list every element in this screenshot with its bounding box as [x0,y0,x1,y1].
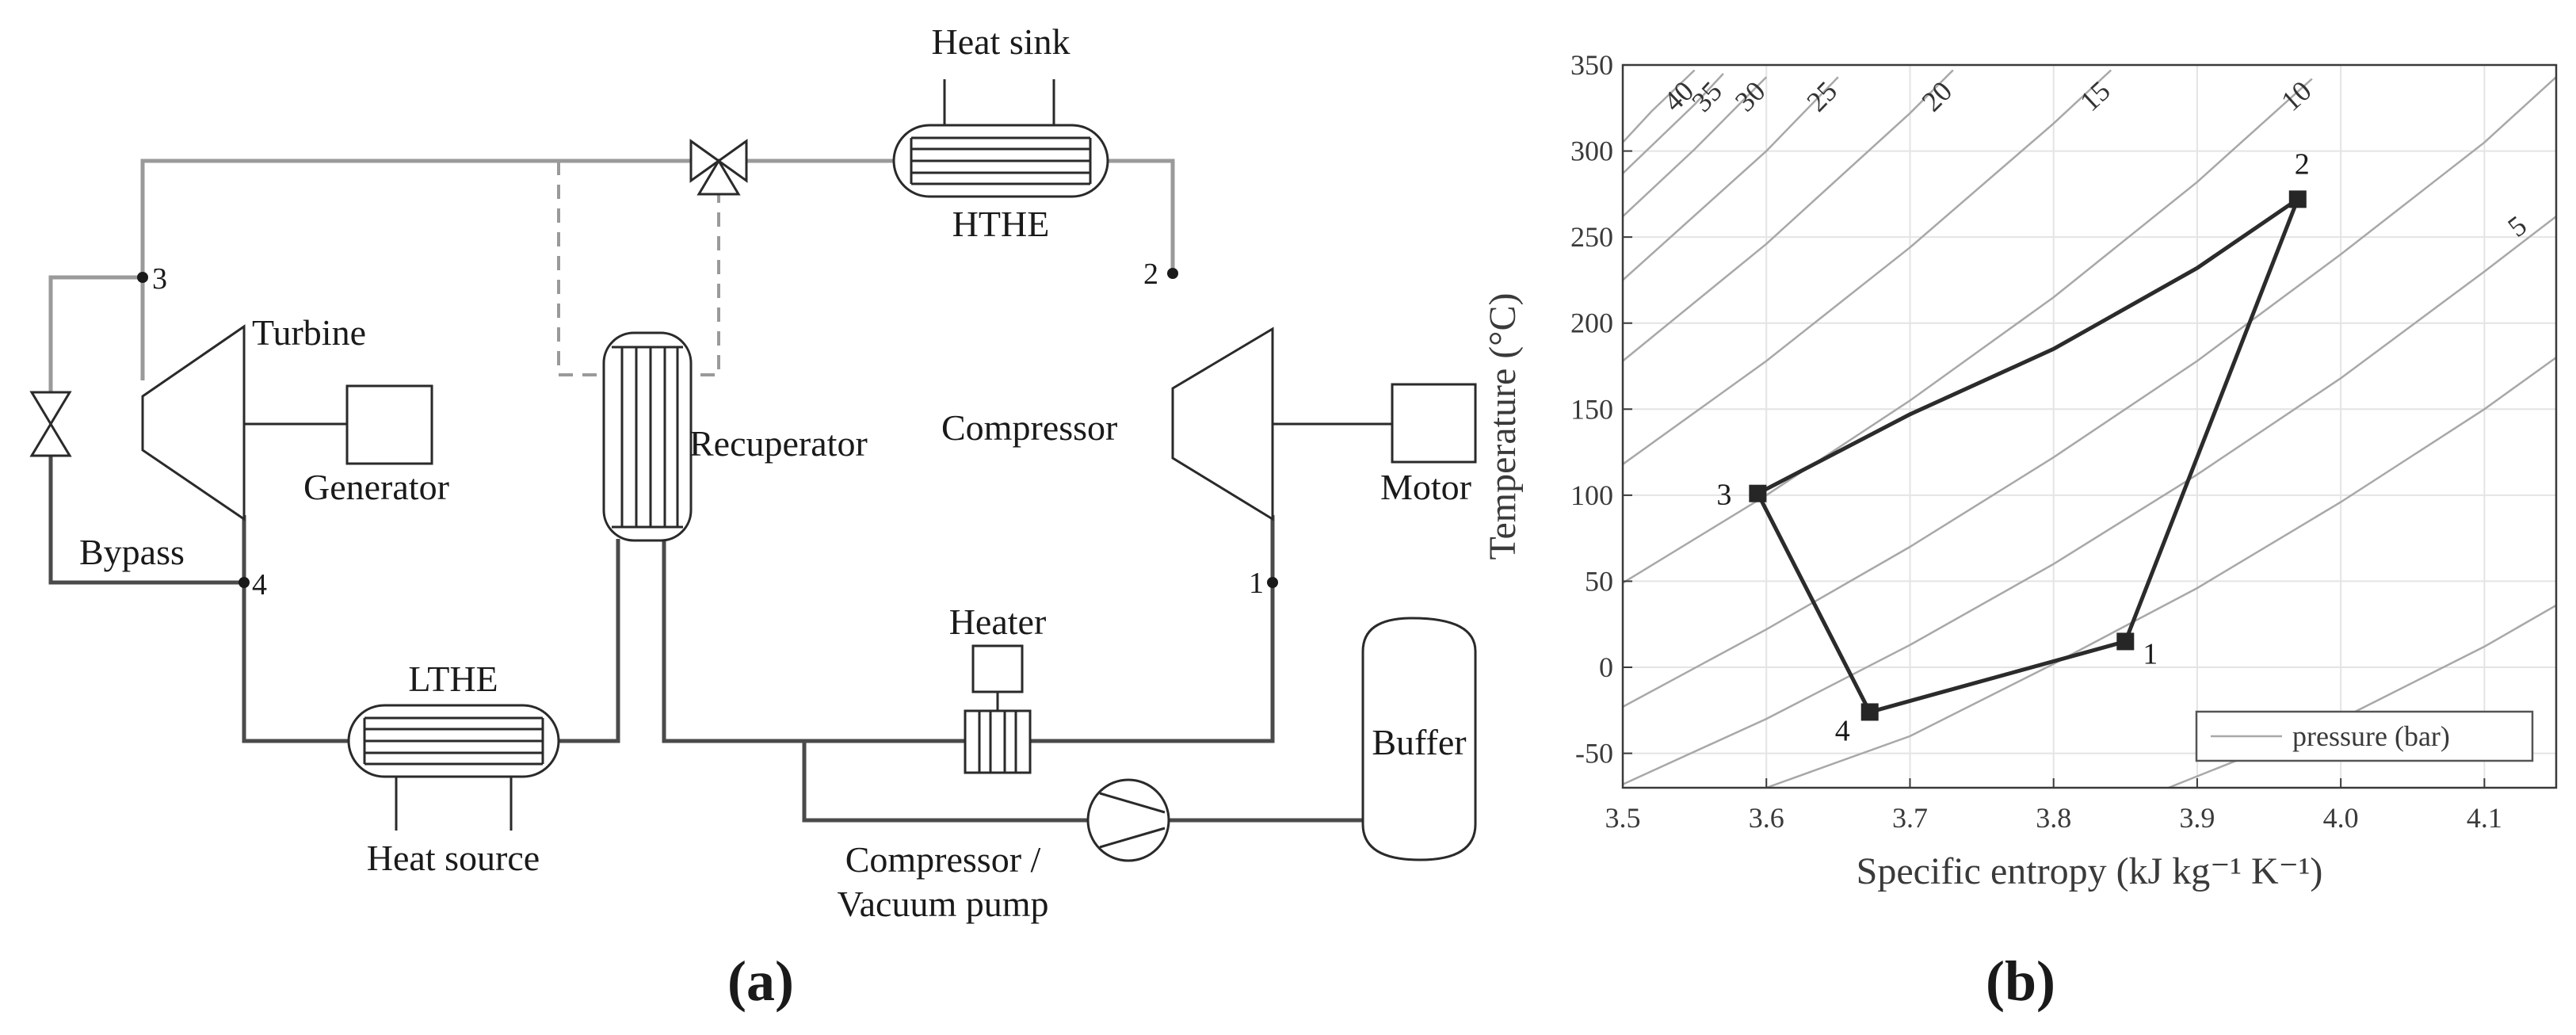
x-tick-label: 3.5 [1605,802,1641,834]
label-heat-source: Heat source [367,838,540,878]
panel-label-a: (a) [727,949,794,1013]
isobar-line [1623,76,1768,218]
label-turbine: Turbine [252,312,366,353]
pipe-heater-to-compressor [1030,515,1275,743]
state-point-2-dot [1167,268,1178,279]
label-bypass: Bypass [79,532,185,572]
x-tick-label: 3.7 [1892,802,1928,834]
pipe-high-pressure-left [140,158,691,380]
bypass-valve [29,391,72,457]
cycle-point-marker [2288,190,2307,208]
panel-label-b: (b) [1986,949,2055,1013]
isobar-line [1765,357,2556,788]
state-point-1-dot [1267,577,1278,588]
isobar-line [1623,69,1954,362]
isobar-line [1623,76,2556,708]
state-point-2-label: 2 [1143,258,1158,291]
isobar-line [1623,76,1839,281]
label-compressor: Compressor [941,407,1117,448]
state-point-4-label: 4 [252,568,267,602]
cycle-point-label: 1 [2143,637,2158,670]
state-point-3-label: 3 [152,262,167,296]
pipe-bypass-bottom [48,456,244,585]
state-point-4-dot [239,577,250,588]
heater [964,644,1032,774]
label-lthe: LTHE [408,659,498,699]
generator [345,384,433,465]
isobar-line [1623,69,1696,143]
x-tick-label: 4.1 [2467,802,2502,834]
cycle-point-label: 3 [1716,479,1731,512]
cycle-point-label: 2 [2295,147,2310,181]
isobar-line [1623,78,2313,584]
state-point-1-label: 1 [1249,567,1264,600]
label-heater: Heater [949,602,1047,642]
motor [1391,383,1477,464]
pipe-lthe-to-recuperator [559,539,620,743]
label-vacuum-pump-line2: Vacuum pump [837,884,1048,924]
label-heat-sink: Heat sink [931,21,1070,62]
cycle-path [1755,193,2303,715]
cycle-point-label: 4 [1835,714,1850,747]
y-tick-label: 250 [1570,221,1613,253]
y-axis-label: Temperature (°C) [1482,292,1524,560]
x-tick-label: 3.9 [2179,802,2215,834]
y-tick-label: 0 [1599,651,1613,683]
y-tick-label: -50 [1575,738,1613,770]
cycle-markers: 1 2 3 4 [1716,147,2309,747]
lthe-exchanger [347,704,560,778]
y-tick-label: 350 [1570,49,1613,81]
label-vacuum-pump-line1: Compressor / [845,839,1041,880]
x-tick-label: 3.6 [1749,802,1784,834]
x-axis-label: Specific entropy (kJ kg⁻¹ K⁻¹) [1857,850,2323,892]
compressor [1171,327,1274,521]
label-buffer: Buffer [1372,722,1466,762]
isobar-line [1623,69,2112,465]
x-tick-label: 3.8 [2036,802,2071,834]
cycle-line [1755,193,2303,715]
cycle-point-marker [1749,484,1767,502]
y-tick-label: 150 [1570,393,1613,425]
plot-area [1623,65,2556,788]
recuperator-bypass-dashed-valve [691,189,720,376]
y-tick-label: 100 [1570,479,1613,511]
x-tick-label: 4.0 [2323,802,2359,834]
pipe-buffer-branch [802,741,1088,823]
pipe-bypass-top [48,275,143,392]
plot-frame [1621,63,2558,789]
y-tick-label: 300 [1570,136,1613,167]
hthe-exchanger [892,124,1109,198]
y-tick-label: 200 [1570,307,1613,339]
isobar-line [1623,216,2556,785]
isobar-line [1623,73,1724,174]
recuperator-bypass-dashed [557,161,604,376]
pipe-recuperator-to-heater [662,539,965,743]
legend-entry: pressure (bar) [2292,720,2450,752]
recuperator [602,331,693,542]
process-diagram: Heat sink HTHE Bypass Turbine Generator [29,21,1477,1013]
pipe-turbine-outlet [242,515,349,743]
x-ticks: 3.5 3.6 3.7 3.8 3.9 4.0 4.1 [1605,778,2502,834]
label-generator: Generator [303,467,449,507]
vacuum-pump [1086,778,1170,862]
y-ticks: -50 0 50 100 150 200 250 300 350 [1570,49,1632,770]
label-motor: Motor [1380,467,1471,507]
isobars [1623,69,2556,788]
state-point-3-dot [137,272,148,283]
turbine [141,324,246,521]
legend: pressure (bar) [2195,710,2534,762]
label-hthe: HTHE [952,204,1050,244]
label-recuperator: Recuperator [689,423,868,464]
cycle-point-marker [2116,632,2135,651]
cycle-point-marker [1860,703,1879,721]
buffer-tank [1361,617,1477,861]
three-way-valve [689,139,748,196]
y-tick-label: 50 [1585,565,1613,597]
